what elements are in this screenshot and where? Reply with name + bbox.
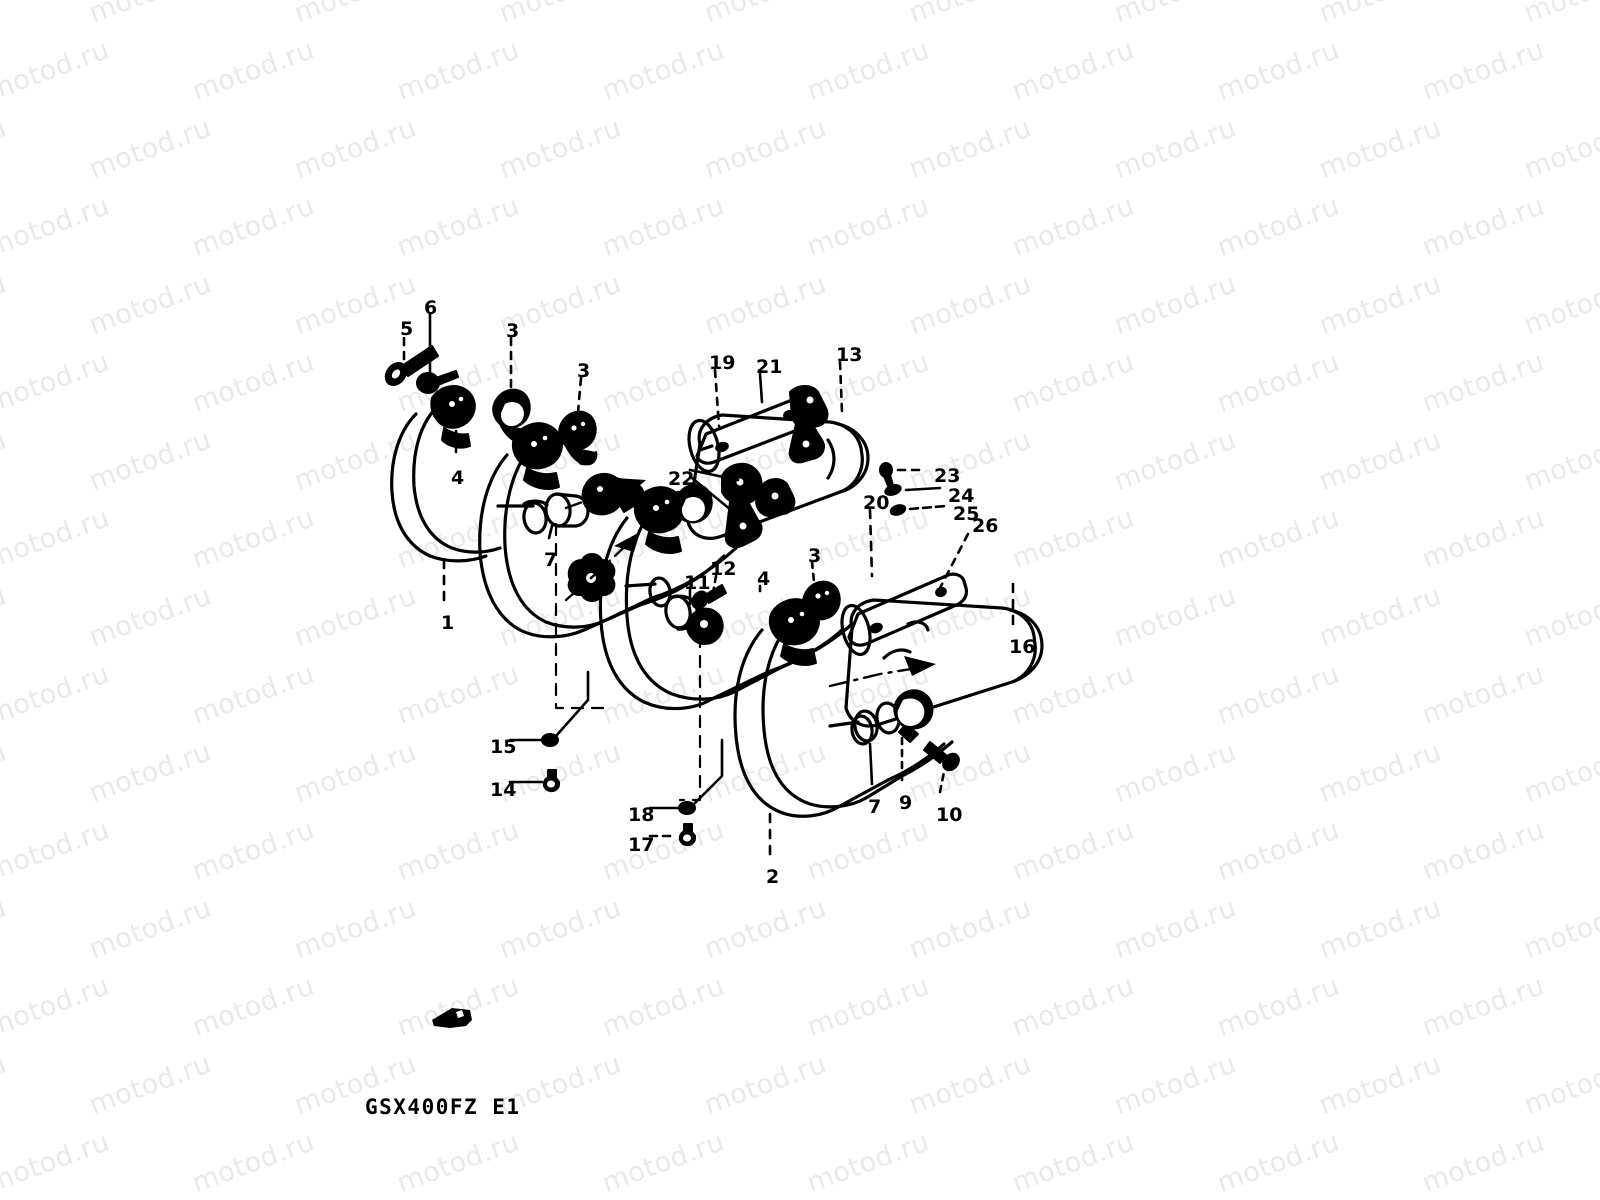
muffler-upper-seam bbox=[826, 438, 836, 480]
muffler-upper-body bbox=[686, 413, 870, 540]
washer-24 bbox=[884, 484, 902, 496]
corner-mark bbox=[432, 1008, 472, 1028]
shield-20-detail bbox=[906, 620, 930, 632]
screw-23 bbox=[879, 462, 894, 487]
nut-25 bbox=[889, 504, 907, 516]
pipe-2-tail bbox=[886, 742, 946, 782]
bolt-15-head bbox=[541, 733, 559, 747]
muffler-lower-body bbox=[840, 598, 1044, 728]
pipe-2-to-muffler-b bbox=[650, 546, 738, 600]
assembly-arrow-1 bbox=[616, 478, 646, 496]
heat-shield-20 bbox=[847, 572, 969, 647]
pipe-3-to-muffler-b bbox=[778, 622, 854, 670]
flange-pipe-3 bbox=[633, 486, 685, 554]
exhaust-pipe-2 bbox=[478, 445, 654, 639]
assembly-arrow-2 bbox=[614, 532, 640, 552]
gasket-3d bbox=[802, 580, 841, 621]
diagram-caption: GSX400FZ E1 bbox=[365, 1095, 521, 1119]
clamp-22 bbox=[721, 462, 763, 549]
shield-rivets-20 bbox=[869, 586, 947, 634]
exhaust-pipe-4 bbox=[733, 622, 904, 818]
sleeve-7a bbox=[544, 492, 590, 528]
assembly-arrow-3 bbox=[904, 656, 936, 676]
pipe-2-tail-b bbox=[900, 740, 954, 778]
shield-20-detail2 bbox=[882, 648, 912, 660]
exhaust-pipe-1 bbox=[390, 402, 502, 563]
nut-6 bbox=[416, 370, 459, 394]
gasket-3b bbox=[558, 410, 598, 466]
bolt-11 bbox=[691, 584, 727, 610]
bolt-18-head bbox=[678, 801, 696, 815]
flange-pipe-1 bbox=[430, 385, 476, 449]
